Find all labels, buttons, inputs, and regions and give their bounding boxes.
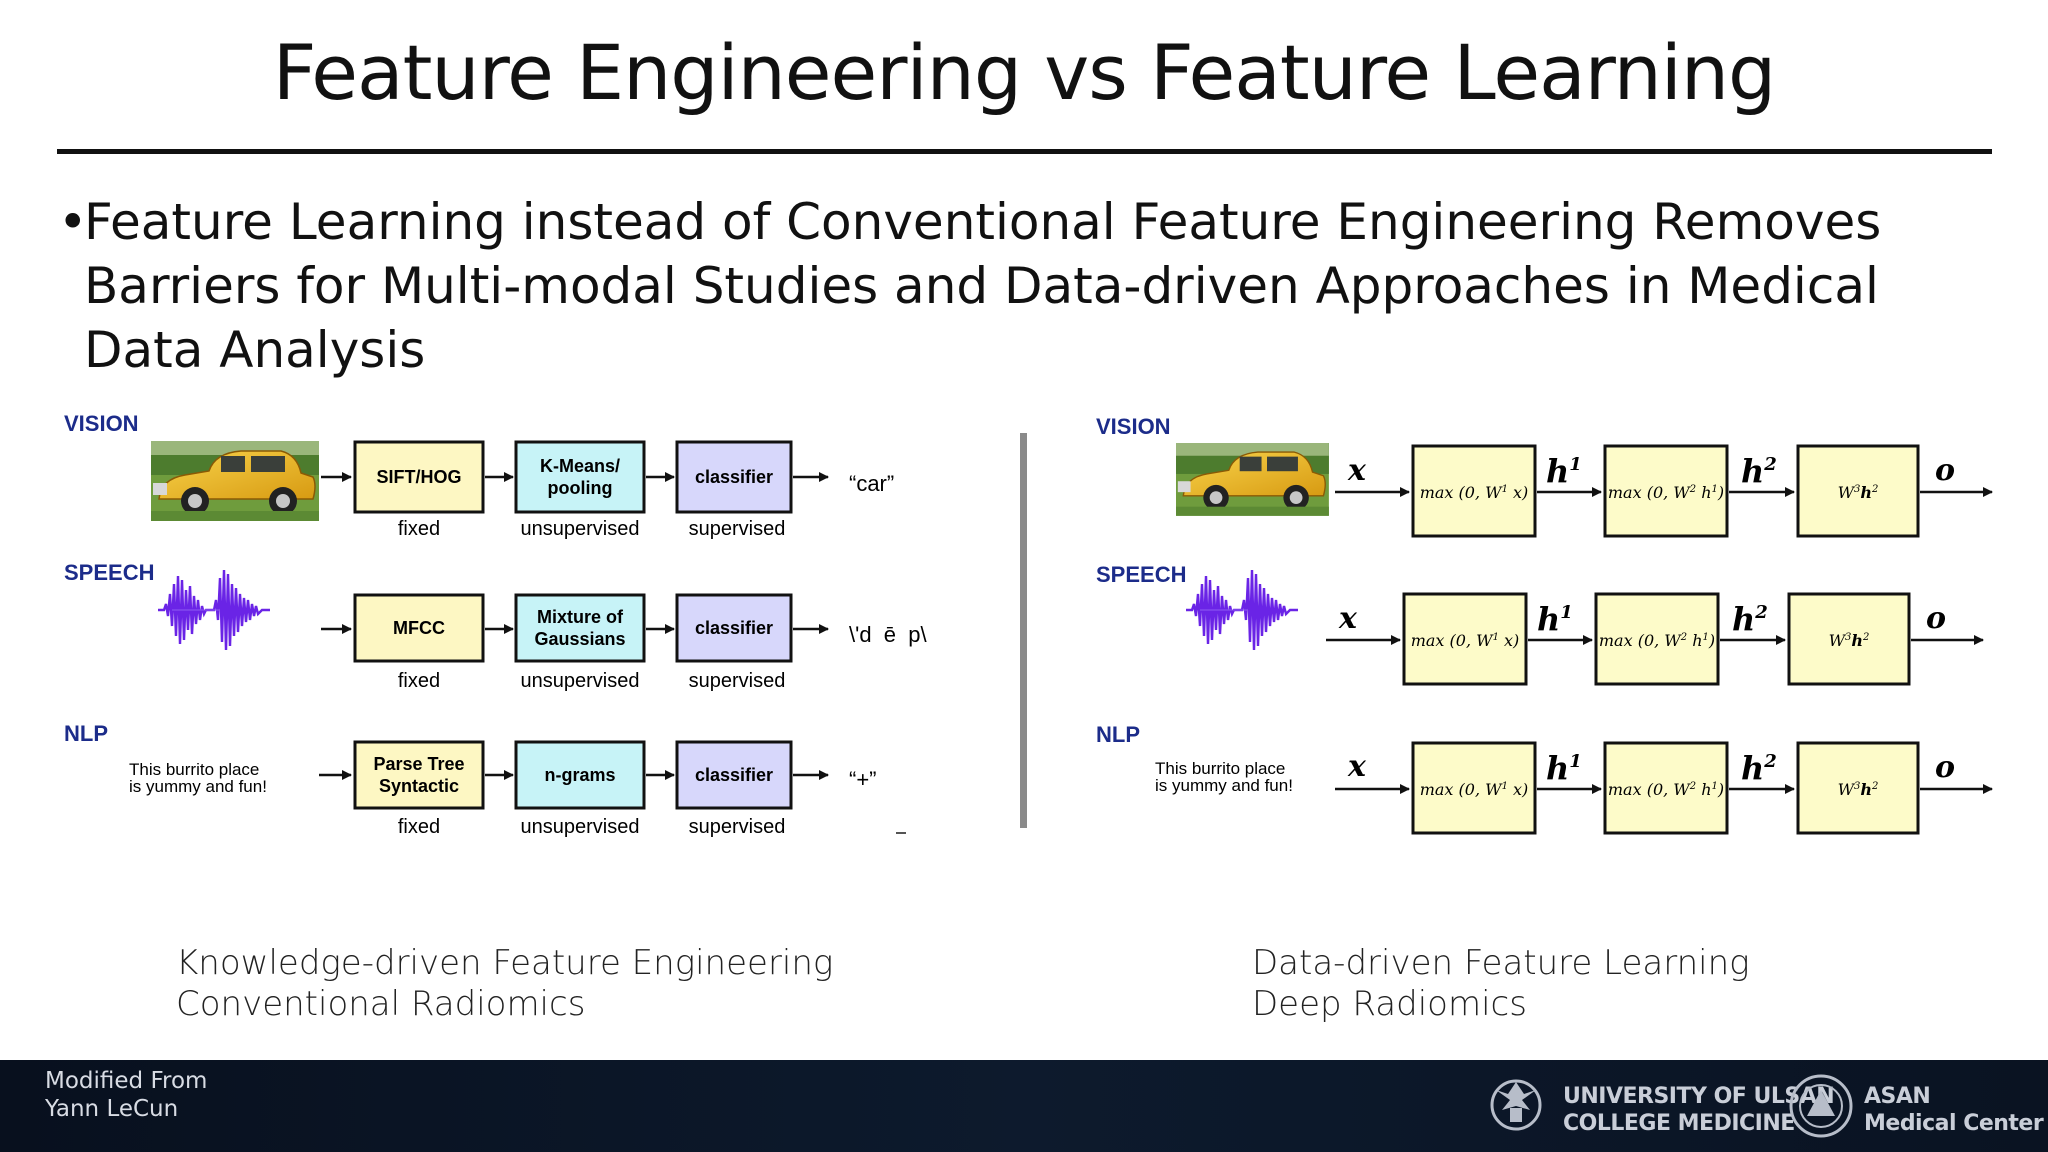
stage-mfcc [353, 593, 485, 663]
right-label-nlp: NLP [1096, 722, 1140, 747]
type-supervised-1: supervised [689, 518, 786, 540]
type-unsupervised-2: unsupervised [521, 670, 640, 692]
type-fixed-1: fixed [398, 518, 440, 540]
caption-left-line1: Knowledge-driven Feature Engineering [176, 943, 834, 983]
network-row-nlp: x max (0, W1 x) h1 max (0, W2 h1) h2 W3h… [1335, 741, 1993, 835]
stage-classifier-vision [675, 440, 793, 514]
input-x-2: x [1338, 601, 1358, 636]
asan-logo-text: ASAN Medical Center [1864, 1084, 2044, 1136]
caption-left-line2: Conventional Radiomics [176, 984, 586, 1024]
type-unsupervised-1: unsupervised [521, 518, 640, 540]
stage-ngrams-label: n-grams [544, 765, 615, 785]
stage-classifier-speech-label: classifier [695, 618, 773, 638]
stage-mfcc-label: MFCC [393, 618, 445, 638]
output-plus: “+” [849, 767, 877, 792]
svg-text:h1: h1 [1546, 452, 1582, 490]
bullet-text: Feature Learning instead of Conventional… [84, 193, 1882, 379]
svg-text:Syntactic: Syntactic [379, 776, 459, 796]
network-row-vision: x max (0, W1 x) h1 max (0, W2 h1) h2 W3h… [1335, 444, 1993, 538]
output-phoneme: \'d ē p\ [849, 622, 927, 647]
diagram-separator [1020, 433, 1027, 828]
university-logo-icon [1490, 1079, 1542, 1131]
svg-text:h2: h2 [1732, 600, 1768, 638]
input-x-1: x [1347, 453, 1367, 488]
stage-sift-hog-label: SIFT/HOG [377, 467, 462, 487]
svg-text:W3h2: W3h2 [1829, 631, 1870, 650]
stage-classifier-nlp-label: classifier [695, 765, 773, 785]
credit-line1: Modified From [45, 1068, 208, 1094]
left-label-speech: SPEECH [64, 560, 154, 585]
svg-text:Gaussians: Gaussians [534, 629, 625, 649]
caption-right-line1: Data-driven Feature Learning [1252, 943, 1750, 983]
university-logo-text: UNIVERSITY OF ULSAN COLLEGE MEDICINE [1563, 1084, 1835, 1136]
svg-text:max (0, W1 x): max (0, W1 x) [1420, 780, 1529, 799]
stage-classifier-speech [675, 593, 793, 663]
speech-waveform-right [1184, 568, 1300, 652]
stage-gmm-label: Mixture of [537, 607, 624, 627]
svg-text:h1: h1 [1546, 749, 1582, 787]
nlp-input-right-line2: is yummy and fun! [1155, 776, 1293, 795]
svg-text:W3h2: W3h2 [1838, 483, 1879, 502]
layer-2-box [1603, 444, 1729, 538]
output-o-1: o [1935, 453, 1955, 488]
svg-text:h2: h2 [1741, 749, 1777, 787]
footer-credit: Modified From Yann LeCun [45, 1067, 207, 1123]
svg-text:max (0, W1 x): max (0, W1 x) [1420, 483, 1529, 502]
credit-line2: Yann LeCun [45, 1096, 179, 1122]
car-image-right [1175, 442, 1330, 517]
caption-left: Knowledge-driven Feature Engineering Con… [176, 943, 833, 1025]
stage-kmeans-label: K-Means/ [540, 456, 620, 476]
layer-1-box [1411, 444, 1537, 538]
asan-logo-icon [1789, 1074, 1853, 1138]
input-x-3: x [1347, 749, 1367, 784]
speech-waveform [156, 568, 272, 652]
type-fixed-2: fixed [398, 670, 440, 692]
svg-text:h1: h1 [1537, 600, 1573, 638]
stage-ngrams [514, 740, 646, 810]
stage-classifier-nlp [675, 740, 793, 810]
type-unsupervised-3: unsupervised [521, 816, 640, 838]
stage-sift-hog [353, 440, 485, 514]
svg-text:max (0, W2 h1): max (0, W2 h1) [1599, 631, 1715, 650]
right-label-vision: VISION [1096, 414, 1171, 439]
footer-bar [0, 1060, 2048, 1152]
bullet-dot: • [58, 193, 88, 251]
caption-right: Data-driven Feature Learning Deep Radiom… [1252, 943, 1750, 1025]
output-car: “car” [849, 471, 894, 496]
type-supervised-2: supervised [689, 670, 786, 692]
type-fixed-3: fixed [398, 816, 440, 838]
stage-parse-tree-label: Parse Tree [373, 754, 464, 774]
svg-text:pooling: pooling [548, 478, 613, 498]
svg-text:max (0, W2 h1): max (0, W2 h1) [1608, 780, 1724, 799]
right-label-speech: SPEECH [1096, 562, 1186, 587]
car-image [150, 440, 320, 522]
title-divider [57, 149, 1992, 154]
nlp-input-right-line1: This burrito place [1155, 759, 1285, 778]
stage-kmeans [514, 440, 646, 514]
left-label-vision: VISION [64, 411, 139, 436]
stage-classifier-vision-label: classifier [695, 467, 773, 487]
slide-title: Feature Engineering vs Feature Learning [272, 28, 1777, 117]
left-label-nlp: NLP [64, 721, 108, 746]
stage-parse-tree [353, 740, 485, 810]
left-diagram: VISION SPEECH NLP SIFT/HOG K-Means/ pool… [64, 411, 927, 838]
network-row-speech: x max (0, W1 x) h1 max (0, W2 h1) h2 W3h… [1326, 592, 1984, 686]
svg-text:max (0, W2 h1): max (0, W2 h1) [1608, 483, 1724, 502]
type-supervised-3: supervised [689, 816, 786, 838]
caption-right-line2: Deep Radiomics [1252, 984, 1527, 1024]
nlp-input-line1: This burrito place [129, 760, 259, 779]
output-o-3: o [1935, 750, 1955, 785]
stage-gmm [514, 593, 646, 663]
layer-3-box [1796, 444, 1920, 538]
svg-text:max (0, W1 x): max (0, W1 x) [1411, 631, 1520, 650]
nlp-input-line2: is yummy and fun! [129, 777, 267, 796]
svg-text:h2: h2 [1741, 452, 1777, 490]
output-o-2: o [1926, 601, 1946, 636]
right-diagram: VISION SPEECH NLP x max (0, W1 x) h1 max… [1096, 414, 1993, 835]
svg-text:W3h2: W3h2 [1838, 780, 1879, 799]
comparison-diagram: VISION SPEECH NLP SIFT/HOG K-Means/ pool… [64, 411, 1993, 838]
